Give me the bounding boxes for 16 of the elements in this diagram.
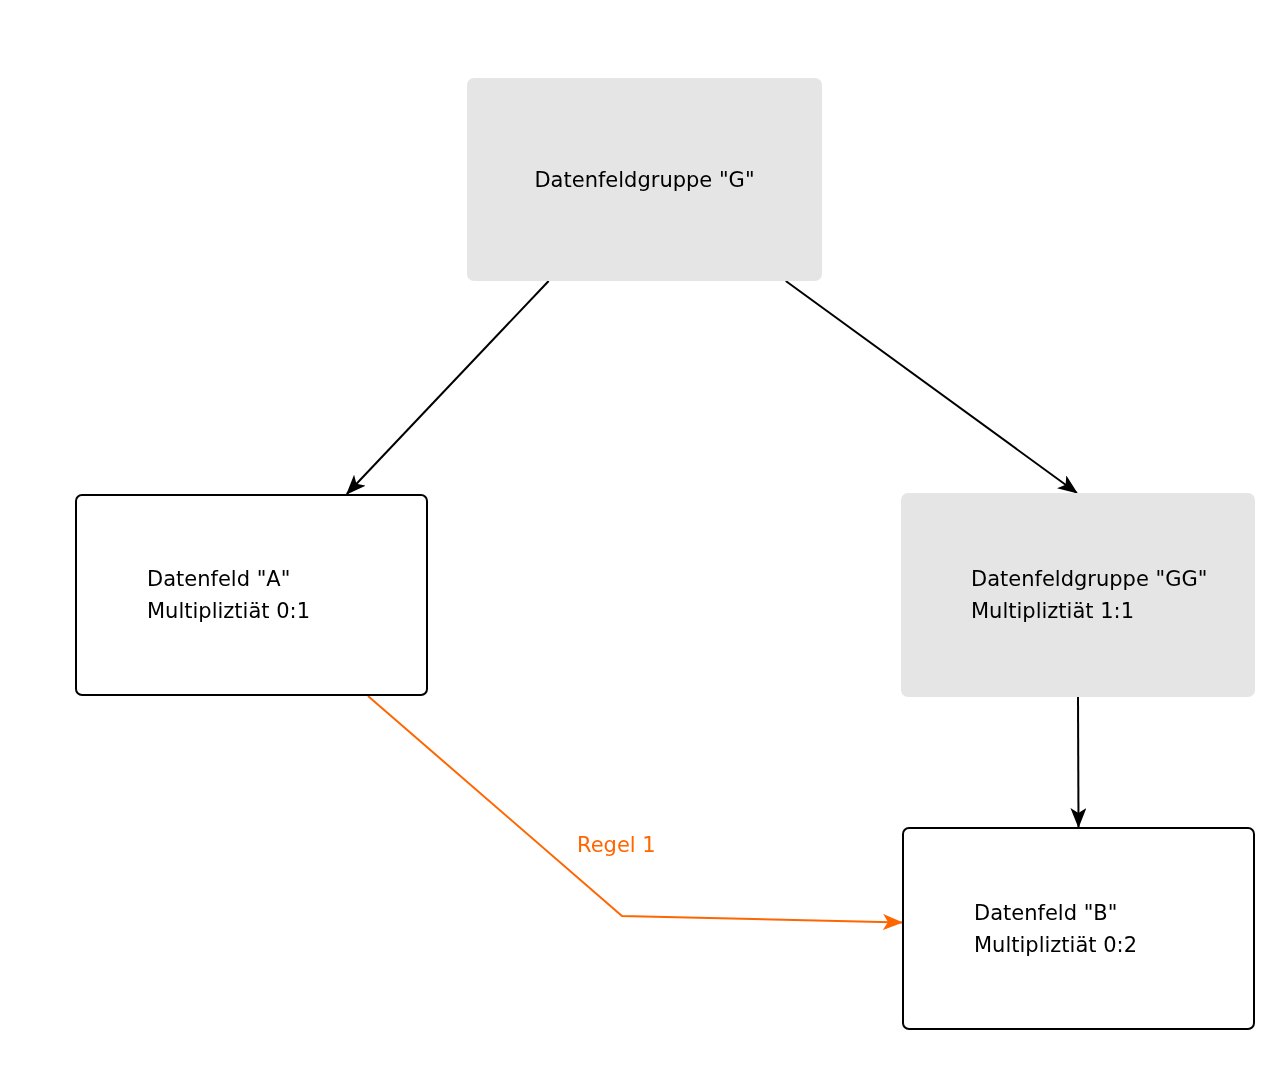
multiplicity-text: Multipliztiät 0:1 <box>147 598 310 625</box>
node-title: Datenfeldgruppe "G" <box>534 166 755 194</box>
arrow <box>367 695 903 930</box>
arrow <box>1070 696 1087 828</box>
group-box <box>467 78 822 281</box>
field-box <box>75 494 428 696</box>
node-title: Datenfeld "A" <box>147 566 291 593</box>
edge-label: Regel 1 <box>577 833 656 857</box>
arrow <box>784 280 1078 494</box>
field-box <box>902 827 1255 1030</box>
multiplicity-text: Multipliztiät 0:2 <box>974 931 1137 959</box>
node-title: Datenfeldgruppe "GG" <box>971 566 1208 593</box>
multiplicity-text: Multipliztiät 1:1 <box>971 598 1134 625</box>
group-box <box>901 493 1255 697</box>
arrow <box>345 280 550 495</box>
node-title: Datenfeld "B" <box>974 899 1118 927</box>
